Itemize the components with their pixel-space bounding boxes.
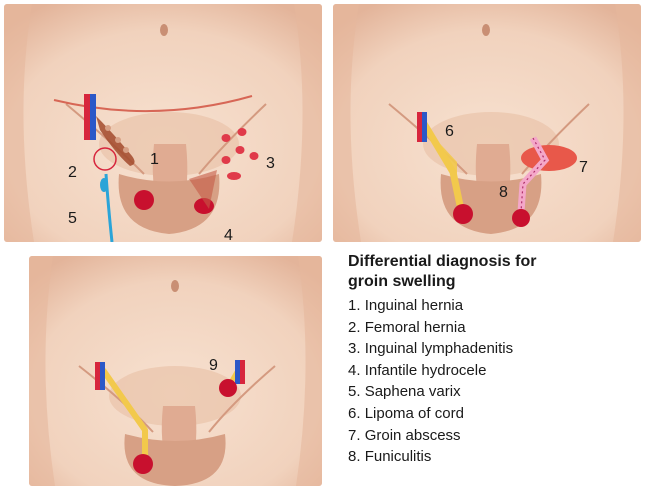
legend-list: 1. Inguinal hernia 2. Femoral hernia 3. … [348,295,638,468]
legend-item-label: Infantile hydrocele [365,362,487,379]
groin-illustration-3: 9 [29,256,322,486]
deep-ring-red [95,362,100,390]
legend-item-label: Inguinal hernia [365,297,463,314]
lymph-node [222,134,231,142]
legend-item: 3. Inguinal lymphadenitis [348,338,638,360]
panel-groin-anatomy-3: 9 [29,256,322,486]
deep-ring-blue-right [235,360,240,384]
deep-ring-red [84,94,90,140]
deep-ring-blue [100,362,105,390]
legend-item-label: Inguinal lymphadenitis [365,340,513,357]
left-testis [453,204,473,224]
legend-item: 5. Saphena varix [348,381,638,403]
legend-item-number: 7. [348,427,361,444]
legend-item-label: Femoral hernia [365,319,466,336]
marker-9: 9 [209,357,218,374]
marker-1: 1 [150,151,159,168]
deep-ring-red [417,112,422,142]
marker-6: 6 [445,123,454,140]
marker-2: 2 [68,164,77,181]
legend-item-number: 5. [348,383,361,400]
legend-item-label: Funiculitis [365,448,432,465]
legend-item: 1. Inguinal hernia [348,295,638,317]
lymph-node [227,172,241,180]
left-testis [134,190,154,210]
legend-item-number: 4. [348,362,361,379]
legend-item-number: 3. [348,340,361,357]
legend-title: Differential diagnosis for groin swellin… [348,252,638,292]
legend-item: 2. Femoral hernia [348,317,638,339]
legend: Differential diagnosis for groin swellin… [348,252,638,468]
legend-item-number: 2. [348,319,361,336]
deep-ring-red-right [240,360,245,384]
left-testis [133,454,153,474]
legend-item: 4. Infantile hydrocele [348,360,638,382]
navel [160,24,168,36]
legend-item: 7. Groin abscess [348,425,638,447]
undescended-testis [219,379,237,397]
marker-8: 8 [499,184,508,201]
navel [171,280,179,292]
legend-item-label: Groin abscess [365,427,461,444]
marker-3: 3 [266,155,275,172]
lymph-node [236,146,245,154]
marker-5: 5 [68,210,77,227]
panel-groin-anatomy-1: 1 2 3 4 5 [4,4,322,242]
legend-title-line-1: Differential diagnosis for [348,252,638,272]
saphena-varix [100,178,108,192]
lymph-node [222,156,231,164]
groin-illustration-1: 1 2 3 4 5 [4,4,322,242]
right-testis [512,209,530,227]
legend-item-number: 8. [348,448,361,465]
legend-item: 8. Funiculitis [348,446,638,468]
panel-groin-anatomy-2: 6 7 8 [333,4,641,242]
legend-item: 6. Lipoma of cord [348,403,638,425]
marker-7: 7 [579,159,588,176]
marker-4: 4 [224,227,233,242]
legend-item-label: Lipoma of cord [365,405,464,422]
deep-ring-blue [90,94,96,140]
legend-item-number: 1. [348,297,361,314]
navel [482,24,490,36]
lymph-node [250,152,259,160]
legend-item-number: 6. [348,405,361,422]
lymph-node [238,128,247,136]
legend-item-label: Saphena varix [365,383,461,400]
legend-title-line-2: groin swelling [348,272,638,292]
groin-abscess [521,145,577,171]
deep-ring-blue [422,112,427,142]
groin-illustration-2: 6 7 8 [333,4,641,242]
